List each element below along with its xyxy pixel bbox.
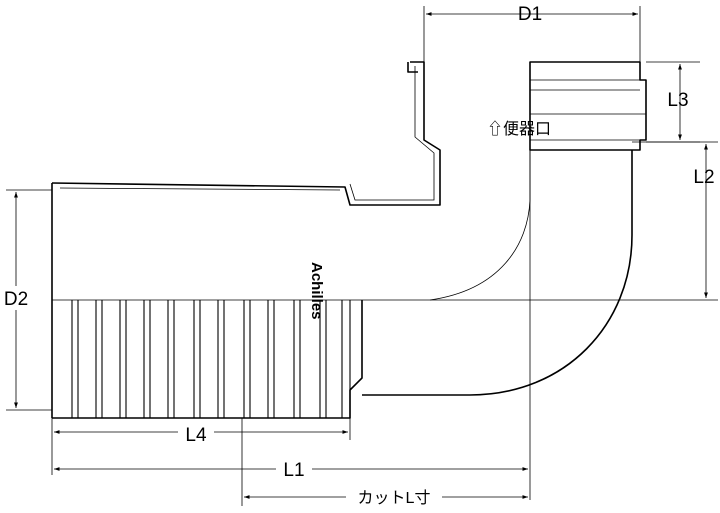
dim-l2 <box>362 141 718 301</box>
rib-grooves <box>71 300 351 418</box>
fitting-body <box>51 61 647 419</box>
label-l4: L4 <box>185 425 207 446</box>
label-l1: L1 <box>283 460 304 481</box>
label-l3: L3 <box>667 90 688 111</box>
dim-d1 <box>423 6 641 62</box>
label-d1: D1 <box>518 4 542 25</box>
label-toilet-side: ⇧便器口 <box>487 120 551 138</box>
label-d2: D2 <box>4 289 28 310</box>
dim-l1 <box>54 150 531 500</box>
brand-logo: Achilles <box>308 262 325 320</box>
label-l2: L2 <box>693 167 714 188</box>
label-cut-length: カットL寸 <box>358 489 431 507</box>
